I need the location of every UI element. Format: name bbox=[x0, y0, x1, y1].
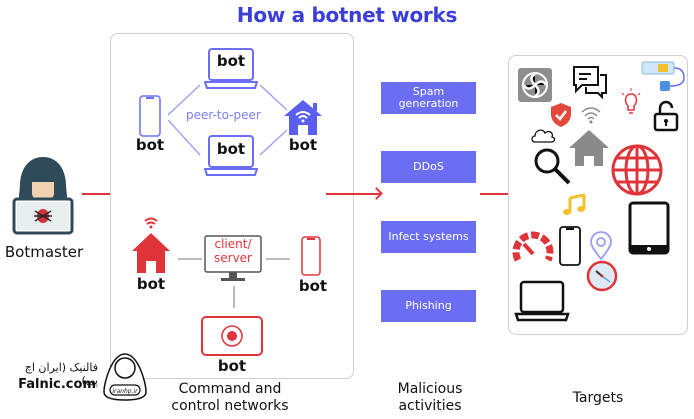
smart-home-icon bbox=[282, 98, 324, 136]
smartphone-target-icon bbox=[558, 225, 582, 267]
smartphone-icon bbox=[138, 95, 162, 137]
activity-ddos: DDoS bbox=[381, 151, 476, 183]
unlock-icon bbox=[653, 100, 679, 132]
bot-label-red-home: bot bbox=[136, 275, 166, 293]
arrow-activities-to-targets bbox=[480, 193, 532, 195]
laptop-icon-top bbox=[203, 48, 259, 90]
client-server-line2: server bbox=[214, 251, 252, 265]
seal-text: iranhp.ir bbox=[112, 388, 138, 395]
bot-label-home: bot bbox=[288, 136, 318, 154]
targets-column-label: Targets bbox=[572, 390, 624, 406]
laptop-target-icon bbox=[514, 280, 570, 322]
wifi-icon bbox=[580, 105, 602, 125]
bot-label-camera: bot bbox=[217, 357, 247, 375]
botmaster-hacker-icon bbox=[8, 155, 78, 235]
cs-line-down bbox=[233, 286, 235, 308]
brand-seal-logo: iranhp.ir bbox=[100, 352, 150, 402]
client-server-label: client/ server bbox=[204, 237, 262, 265]
brand-site: Falnic.com bbox=[18, 377, 96, 392]
client-server-line1: client/ bbox=[214, 237, 252, 251]
clock-icon bbox=[586, 260, 618, 292]
fan-icon bbox=[518, 68, 552, 102]
bot-label-laptop-top: bot bbox=[216, 52, 246, 70]
search-icon bbox=[532, 146, 572, 186]
brand-persian-name: فالنیک (ایران اچ پی) bbox=[24, 361, 98, 387]
malicious-column-label: Malicious activities bbox=[390, 381, 470, 415]
activity-infect-systems: Infect systems bbox=[381, 221, 476, 253]
bot-label-phone: bot bbox=[135, 136, 165, 154]
cloud-icon bbox=[530, 126, 556, 144]
spam-line1: Spam bbox=[412, 85, 445, 98]
cs-line-left bbox=[178, 258, 202, 260]
activity-phishing: Phishing bbox=[381, 290, 476, 322]
globe-icon bbox=[610, 143, 664, 197]
shield-check-icon bbox=[550, 102, 572, 128]
laptop-icon-bottom bbox=[203, 135, 259, 177]
botmaster-label: Botmaster bbox=[4, 243, 84, 261]
cnc-label-line2: control networks bbox=[171, 398, 289, 414]
spam-line2: generation bbox=[398, 97, 459, 110]
tablet-icon bbox=[628, 201, 670, 255]
bot-label-laptop-bottom: bot bbox=[216, 140, 246, 158]
battery-plug-icon bbox=[640, 60, 688, 96]
cs-line-right bbox=[266, 258, 290, 260]
bot-label-red-phone: bot bbox=[298, 277, 328, 295]
speedometer-icon bbox=[512, 228, 554, 266]
p2p-connection-lines bbox=[167, 84, 288, 156]
home-icon bbox=[568, 128, 610, 168]
cnc-label-line1: Command and bbox=[178, 381, 282, 397]
cnc-column-label: Command and control networks bbox=[160, 381, 300, 415]
lightbulb-icon bbox=[620, 88, 642, 116]
chat-icon bbox=[572, 65, 608, 100]
red-home-icon bbox=[131, 215, 171, 275]
server-monitor-icon bbox=[204, 235, 262, 283]
music-note-icon bbox=[562, 193, 586, 216]
page-title: How a botnet works bbox=[236, 3, 458, 27]
malicious-label-line2: activities bbox=[398, 398, 462, 414]
camera-device-icon bbox=[201, 316, 263, 356]
peer-to-peer-label: peer-to-peer bbox=[186, 108, 261, 122]
red-smartphone-icon bbox=[300, 236, 322, 276]
malicious-label-line1: Malicious bbox=[397, 381, 463, 397]
location-pin-icon bbox=[589, 231, 613, 261]
arrow-cnc-to-activities bbox=[326, 193, 380, 195]
